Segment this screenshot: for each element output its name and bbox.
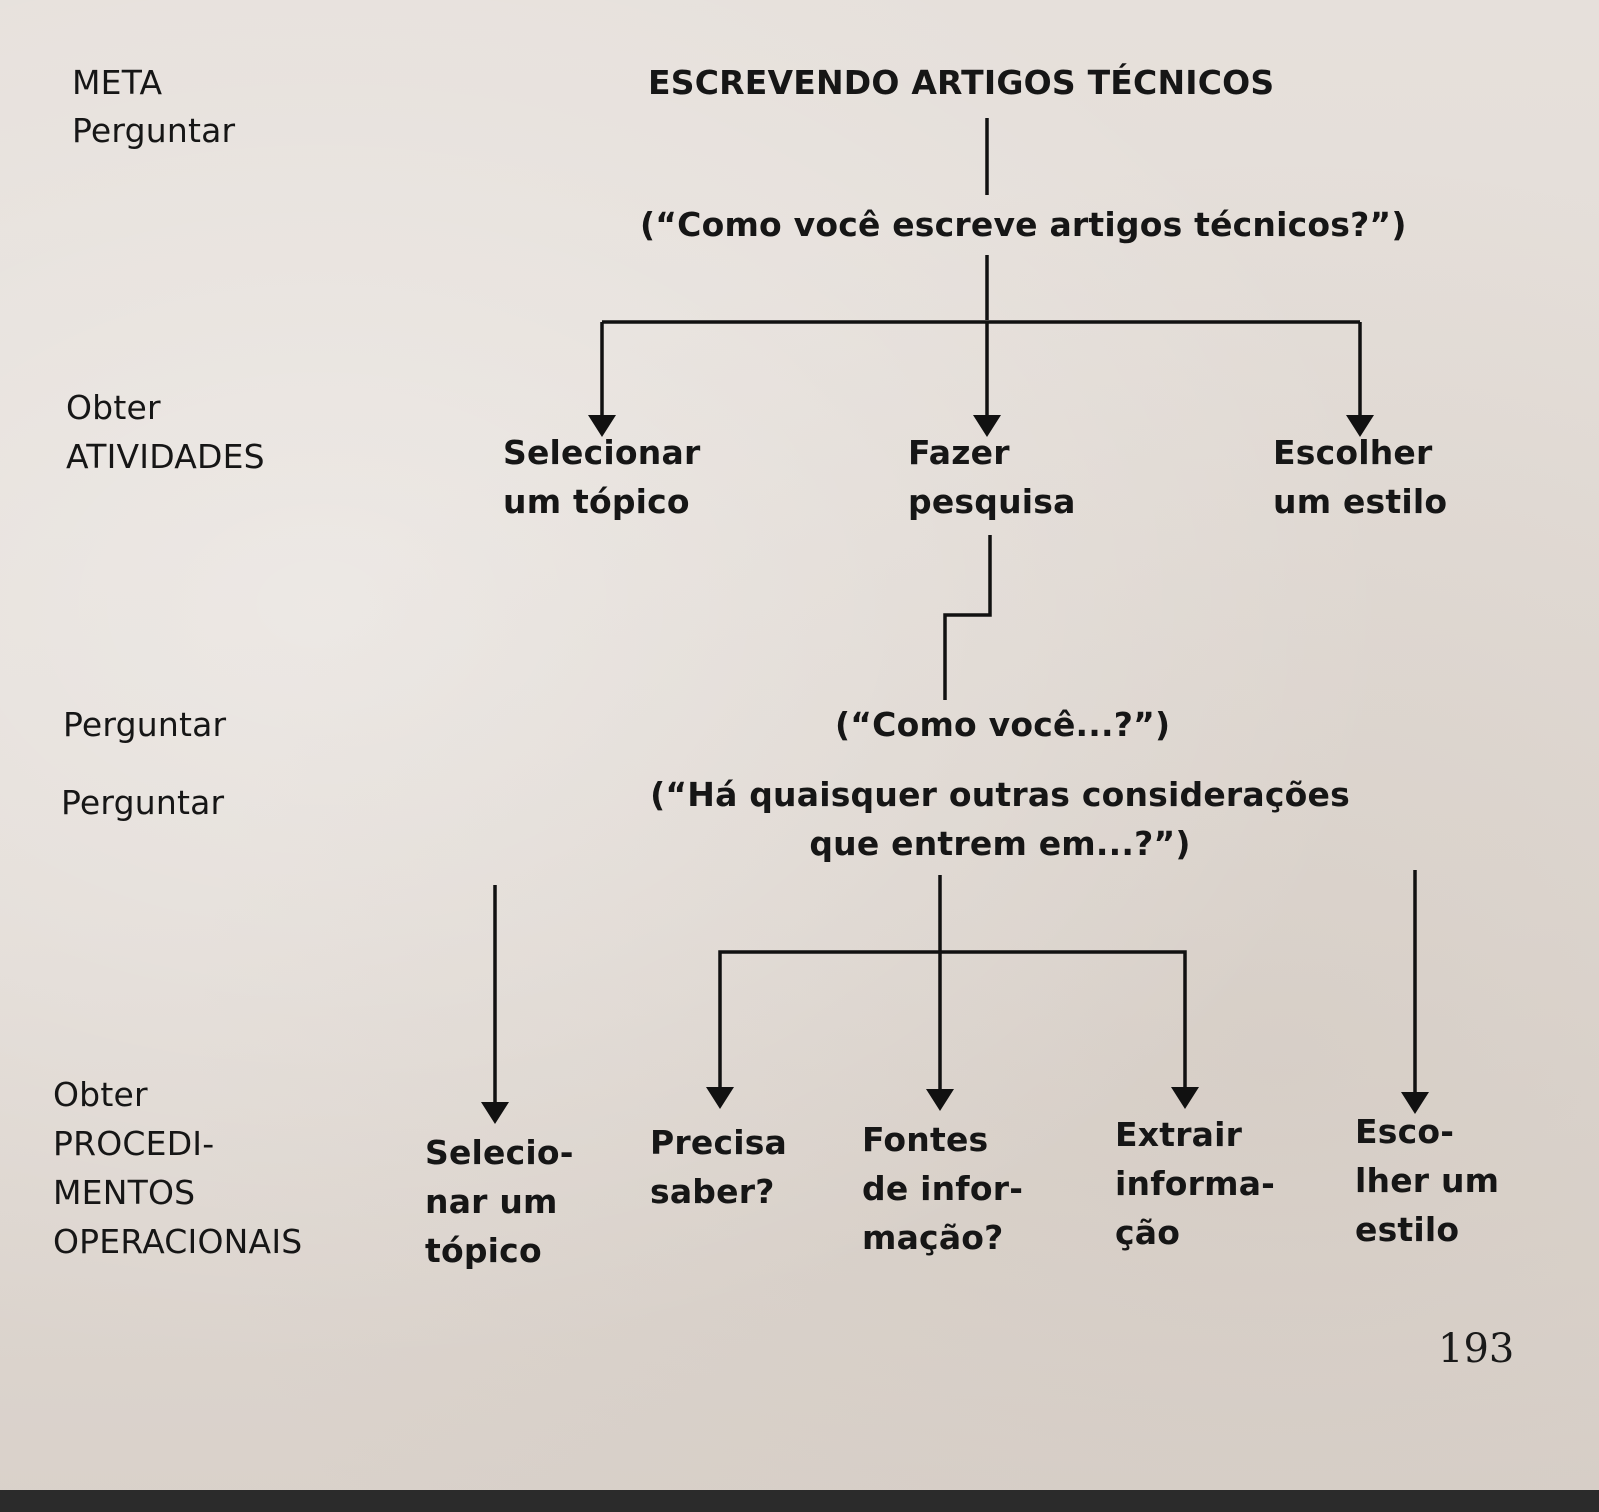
- question-other-considerations: (“Há quaisquer outras considerações que …: [650, 775, 1350, 863]
- level-label-perguntar-2: Perguntar: [63, 705, 227, 744]
- arrowhead-extract: [1171, 1087, 1199, 1109]
- procedure-need-know: Precisa saber?: [650, 1123, 788, 1211]
- arrowhead-style: [1346, 415, 1374, 437]
- activity-choose-style: Escolher um estilo: [1273, 433, 1448, 521]
- level-label-perguntar-1: Perguntar: [72, 111, 236, 150]
- procedure-information-sources: Fontes de infor- mação?: [862, 1120, 1024, 1257]
- procedure-choose-style: Esco- lher um estilo: [1355, 1112, 1500, 1249]
- procedure-select-topic: Selecio- nar um tópico: [425, 1133, 574, 1270]
- bottom-edge: [0, 1490, 1599, 1512]
- level-label-perguntar-3: Perguntar: [61, 783, 225, 822]
- connector-research-step: [943, 535, 992, 700]
- activity-select-topic: Selecionar um tópico: [503, 433, 701, 521]
- level-label-obter-procedimentos: Obter PROCEDI- MENTOS OPERACIONAIS: [53, 1075, 303, 1261]
- activity-research: Fazer pesquisa: [908, 433, 1076, 521]
- goal-question: (“Como você escreve artigos técnicos?”): [640, 205, 1407, 244]
- arrowhead-procedure-style: [1401, 1092, 1429, 1114]
- arrowhead-sources: [926, 1089, 954, 1111]
- arrowhead-procedure-select: [481, 1102, 509, 1124]
- goal-title: ESCREVENDO ARTIGOS TÉCNICOS: [648, 63, 1275, 102]
- procedure-extract-information: Extrair informa- ção: [1115, 1115, 1276, 1252]
- question-how: (“Como você...?”): [835, 705, 1171, 744]
- arrowhead-need-know: [706, 1087, 734, 1109]
- arrowhead-research: [973, 415, 1001, 437]
- level-label-meta: META: [72, 63, 163, 102]
- connector-considerations-bar: [718, 950, 1187, 1090]
- page-number: 193: [1438, 1326, 1515, 1372]
- arrowhead-select: [588, 415, 616, 437]
- level-label-obter-atividades: Obter ATIVIDADES: [66, 388, 265, 476]
